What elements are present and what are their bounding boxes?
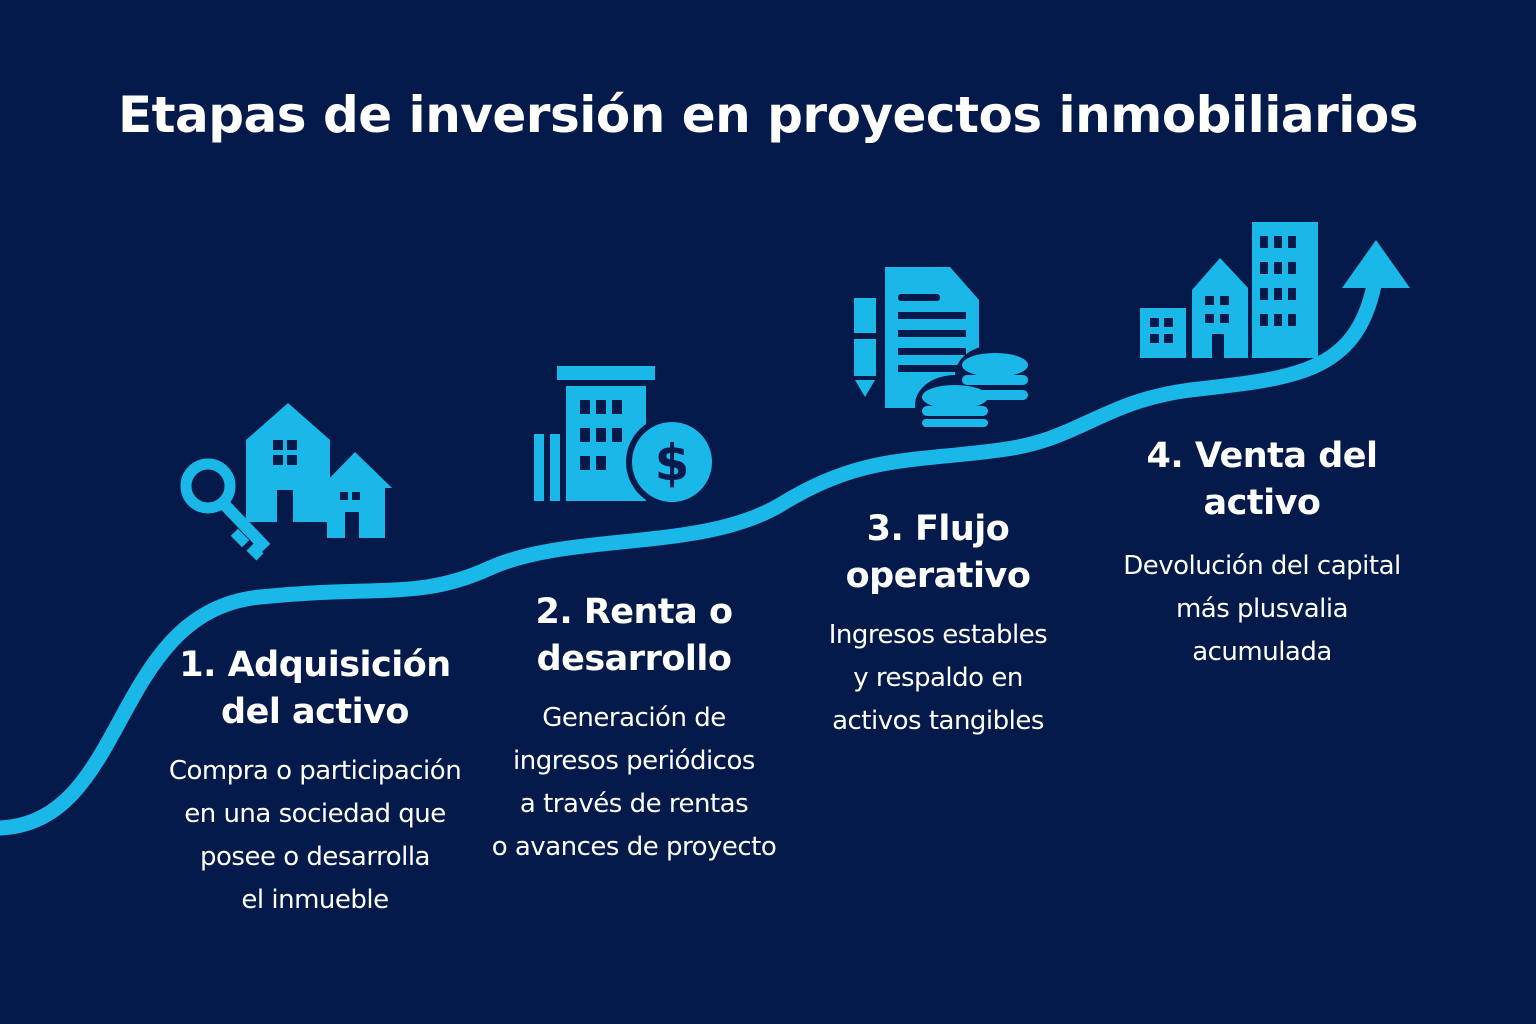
growth-curve [0,267,1384,836]
document-coins-icon [854,267,1035,435]
page-title: Etapas de inversión en proyectos inmobil… [117,86,1419,144]
house-key-icon [180,403,392,561]
stage-heading: 3. Flujo operativo [845,509,1031,596]
arrow-head-icon [1342,240,1410,288]
stage-heading: 4. Venta del activo [1146,436,1379,523]
stage-heading: 2. Renta o desarrollo [535,592,733,679]
stage-heading: 1. Adquisición del activo [179,645,451,732]
svg-text:$: $ [655,434,690,492]
stage-3: 3. Flujo operativo Ingresos estables y r… [788,506,1088,743]
stage-2: 2. Renta o desarrollo Generación de ingr… [474,589,794,869]
stage-4: 4. Venta del activo Devolución del capit… [1092,433,1432,674]
stage-description: Devolución del capital más plusvalia acu… [1123,551,1401,667]
buildings-icon [1140,222,1318,358]
building-dollar-icon: $ [534,366,718,508]
stage-description: Compra o participación en una sociedad q… [168,756,462,915]
stage-description: Ingresos estables y respaldo en activos … [828,620,1048,736]
stage-1: 1. Adquisición del activo Compra o parti… [145,642,485,922]
stage-description: Generación de ingresos periódicos a trav… [491,703,777,862]
